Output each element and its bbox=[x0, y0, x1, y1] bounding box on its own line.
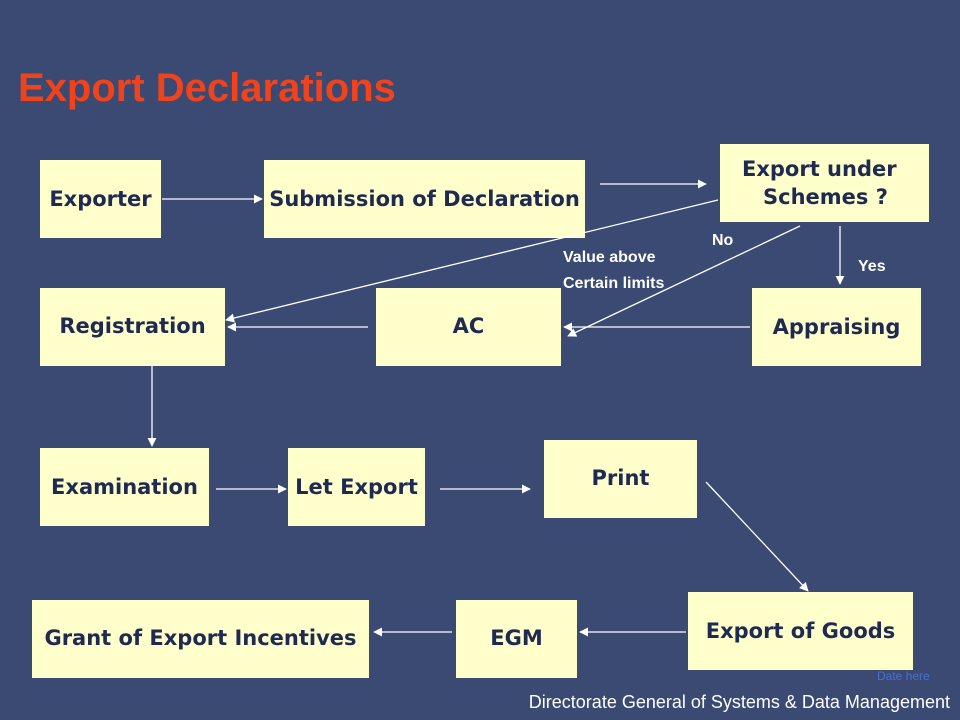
submission-of-declaration-box: Submission of Declaration bbox=[264, 160, 585, 238]
appraising-label: Appraising bbox=[772, 315, 901, 339]
submission-label: Submission of Declaration bbox=[269, 187, 580, 211]
examination-box: Examination bbox=[40, 448, 209, 526]
grant-label: Grant of Export Incentives bbox=[44, 626, 357, 650]
ac-label: AC bbox=[452, 314, 485, 338]
grant-of-export-incentives-box: Grant of Export Incentives bbox=[32, 600, 369, 678]
egm-box: EGM bbox=[456, 600, 577, 678]
schemes-label-line1: Export under bbox=[742, 157, 897, 181]
registration-label: Registration bbox=[59, 314, 206, 338]
exporter-label: Exporter bbox=[49, 187, 152, 211]
schemes-label-line2: Schemes ? bbox=[763, 185, 888, 209]
egm-label: EGM bbox=[490, 626, 543, 650]
value-above-label: Value above bbox=[563, 249, 656, 266]
arrow-schemes-no-to-ac bbox=[567, 225, 801, 337]
arrow-print-to-export-of-goods bbox=[705, 481, 809, 592]
export-under-schemes-box: Export under Schemes ? bbox=[720, 144, 929, 222]
export-of-goods-box: Export of Goods bbox=[688, 592, 913, 670]
let-export-box: Let Export bbox=[288, 448, 425, 526]
ac-box: AC bbox=[376, 288, 561, 366]
page-title: Export Declarations bbox=[18, 66, 396, 110]
no-label: No bbox=[712, 232, 734, 249]
print-label: Print bbox=[591, 466, 650, 490]
let-export-label: Let Export bbox=[295, 475, 418, 499]
yes-label: Yes bbox=[858, 258, 886, 275]
registration-box: Registration bbox=[40, 288, 225, 366]
appraising-box: Appraising bbox=[752, 288, 921, 366]
date-placeholder: Date here bbox=[877, 669, 930, 683]
footer-text: Directorate General of Systems & Data Ma… bbox=[528, 692, 950, 712]
export-of-goods-label: Export of Goods bbox=[705, 619, 896, 643]
arrow-schemes-to-registration bbox=[225, 199, 719, 323]
certain-limits-label: Certain limits bbox=[563, 275, 665, 292]
exporter-box: Exporter bbox=[40, 160, 161, 238]
print-box: Print bbox=[544, 440, 697, 518]
examination-label: Examination bbox=[51, 475, 198, 499]
